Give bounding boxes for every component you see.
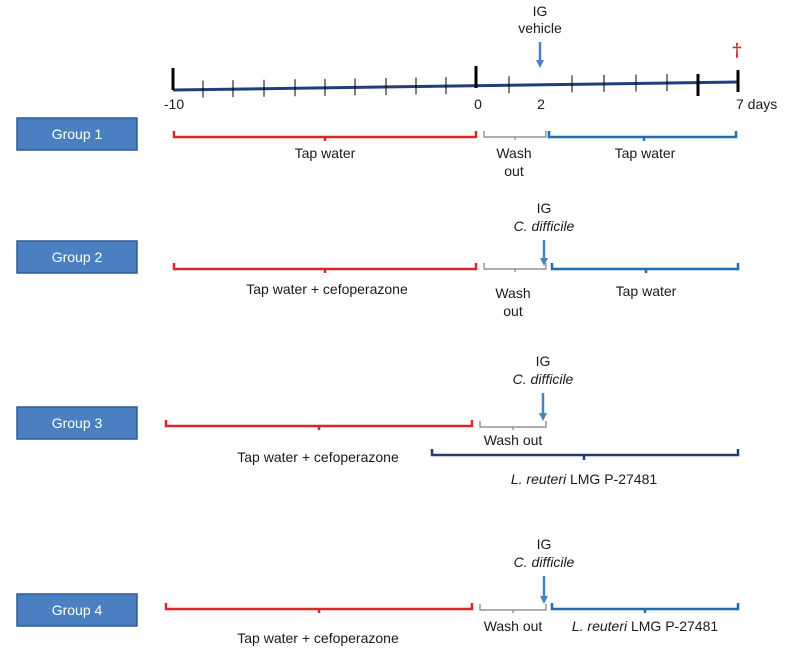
group-4-row: IG C. difficile Group 4 Tap water + cefo… xyxy=(16,536,740,646)
group-4-lreuteri-label: L. reuteri LMG P-27481 xyxy=(572,618,719,634)
group-3-lreuteri-label: L. reuteri LMG P-27481 xyxy=(511,471,658,487)
group-2-label: Group 2 xyxy=(52,249,103,265)
group-2-washout-bracket xyxy=(483,263,547,272)
group-1-washout-label-line2: out xyxy=(504,163,524,179)
group-4-lreuteri-strain: LMG P-27481 xyxy=(627,618,718,634)
group-4-lreuteri-bracket xyxy=(550,603,740,613)
tick-label-minus10: -10 xyxy=(164,96,184,112)
group-4-lreuteri-italic: L. reuteri xyxy=(572,618,628,634)
group-4-cefoperazone-label: Tap water + cefoperazone xyxy=(237,630,399,646)
group-4-cdifficile-label: C. difficile xyxy=(514,554,575,570)
group-3-lreuteri-italic: L. reuteri xyxy=(511,471,567,487)
group-1-box xyxy=(16,117,138,151)
group-4-cefoperazone-bracket xyxy=(164,603,474,613)
group-1-tap-water-label: Tap water xyxy=(295,145,356,161)
group-4-ig-label: IG xyxy=(537,536,552,552)
group-3-cdifficile-label: C. difficile xyxy=(513,371,574,387)
group-2-box xyxy=(16,240,138,274)
group-3-washout-label: Wash out xyxy=(484,432,543,448)
group-1-label: Group 1 xyxy=(52,126,103,142)
tick-label-zero: 0 xyxy=(474,96,482,112)
ig-vehicle-label-line1: IG xyxy=(533,3,548,19)
group-2-washout-label-line2: out xyxy=(503,303,523,319)
group-2-cdifficile-label: C. difficile xyxy=(514,218,575,234)
group-2-row: IG C. difficile Group 2 Tap water + cefo… xyxy=(16,200,740,319)
group-4-washout-bracket xyxy=(479,604,547,613)
group-3-lreuteri-bracket xyxy=(430,449,740,460)
group-2-tap-water-label: Tap water xyxy=(616,283,677,299)
timeline-minor-ticks xyxy=(202,74,668,98)
group-3-box xyxy=(16,406,138,440)
timeline: -10 0 2 7 days IG vehicle † xyxy=(164,3,777,112)
endpoint-dagger-icon: † xyxy=(732,40,741,61)
group-3-lreuteri-strain: LMG P-27481 xyxy=(566,471,657,487)
group-4-washout-label: Wash out xyxy=(484,618,543,634)
group-2-cefoperazone-label: Tap water + cefoperazone xyxy=(246,281,408,297)
group-1-tap-water-post-bracket xyxy=(547,131,738,141)
group-3-cefoperazone-bracket xyxy=(164,420,474,430)
group-3-cefoperazone-label: Tap water + cefoperazone xyxy=(237,449,399,465)
group-1-washout-label-line1: Wash xyxy=(496,145,531,161)
group-3-label: Group 3 xyxy=(52,415,103,431)
tick-label-two: 2 xyxy=(537,96,545,112)
group-1-tap-water-bracket xyxy=(172,131,478,141)
group-1-washout-bracket xyxy=(483,131,547,140)
group-3-row: IG C. difficile Group 3 Tap water + cefo… xyxy=(16,353,740,487)
group-3-ig-label: IG xyxy=(536,353,551,369)
group-4-label: Group 4 xyxy=(52,602,103,618)
group-1-tap-water-post-label: Tap water xyxy=(615,145,676,161)
group-2-cefoperazone-bracket xyxy=(172,263,478,273)
group-2-tap-water-bracket xyxy=(550,263,740,273)
group-1-row: Group 1 Tap water Wash out Tap water xyxy=(16,117,738,179)
timeline-axis xyxy=(172,80,739,92)
group-4-box xyxy=(16,593,138,627)
group-3-washout-bracket xyxy=(479,421,547,430)
tick-label-seven-days: 7 days xyxy=(736,96,777,112)
group-2-ig-label: IG xyxy=(537,200,552,216)
ig-vehicle-label-line2: vehicle xyxy=(518,20,562,36)
group-2-washout-label-line1: Wash xyxy=(495,285,530,301)
